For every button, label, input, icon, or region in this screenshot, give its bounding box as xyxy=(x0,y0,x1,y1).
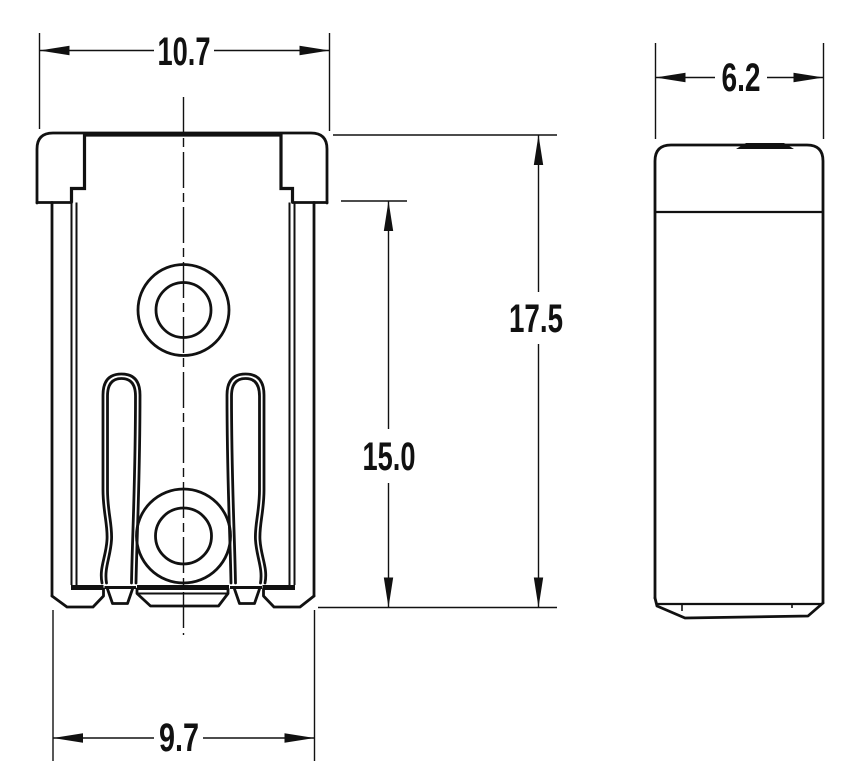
side-view xyxy=(653,143,825,620)
side-top-slot xyxy=(736,143,794,149)
left-clip-inner xyxy=(104,377,137,585)
dim-overall-height: 17.5 xyxy=(318,134,563,609)
cap-step-right xyxy=(279,133,295,203)
foot-center xyxy=(135,587,230,608)
left-clip-outer xyxy=(99,372,142,585)
dim-side-width: 6.2 xyxy=(654,43,825,139)
dim-value-top-width: 10.7 xyxy=(158,30,211,74)
arrow-down xyxy=(533,577,544,608)
arrow-up xyxy=(383,201,394,231)
clip-tip-left xyxy=(106,587,134,605)
side-outline xyxy=(653,143,825,605)
arrow-right xyxy=(299,45,330,56)
cap-step-left xyxy=(69,133,87,203)
right-clip-inner xyxy=(230,377,263,585)
dim-value-side-width: 6.2 xyxy=(722,56,761,100)
foot-left xyxy=(50,587,105,609)
dim-body-height: 15.0 xyxy=(341,200,416,608)
arrow-down xyxy=(383,577,394,608)
arrow-left xyxy=(655,72,686,83)
arrow-right xyxy=(793,72,824,83)
arrow-right xyxy=(284,733,315,743)
arrow-left xyxy=(39,45,70,56)
cap-outline xyxy=(35,131,329,205)
dim-value-body-height: 15.0 xyxy=(363,435,416,479)
dim-value-overall-height: 17.5 xyxy=(509,297,563,341)
side-bottom-chamfer xyxy=(653,596,825,620)
arrow-up xyxy=(533,135,544,165)
foot-right xyxy=(262,587,316,609)
dim-bottom-width: 9.7 xyxy=(52,610,316,761)
front-view xyxy=(35,97,329,635)
clip-tip-right xyxy=(233,587,261,605)
dim-top-width: 10.7 xyxy=(38,30,331,131)
right-clip-outer xyxy=(225,372,268,585)
dim-value-bottom-width: 9.7 xyxy=(159,716,199,760)
arrow-left xyxy=(53,733,83,743)
